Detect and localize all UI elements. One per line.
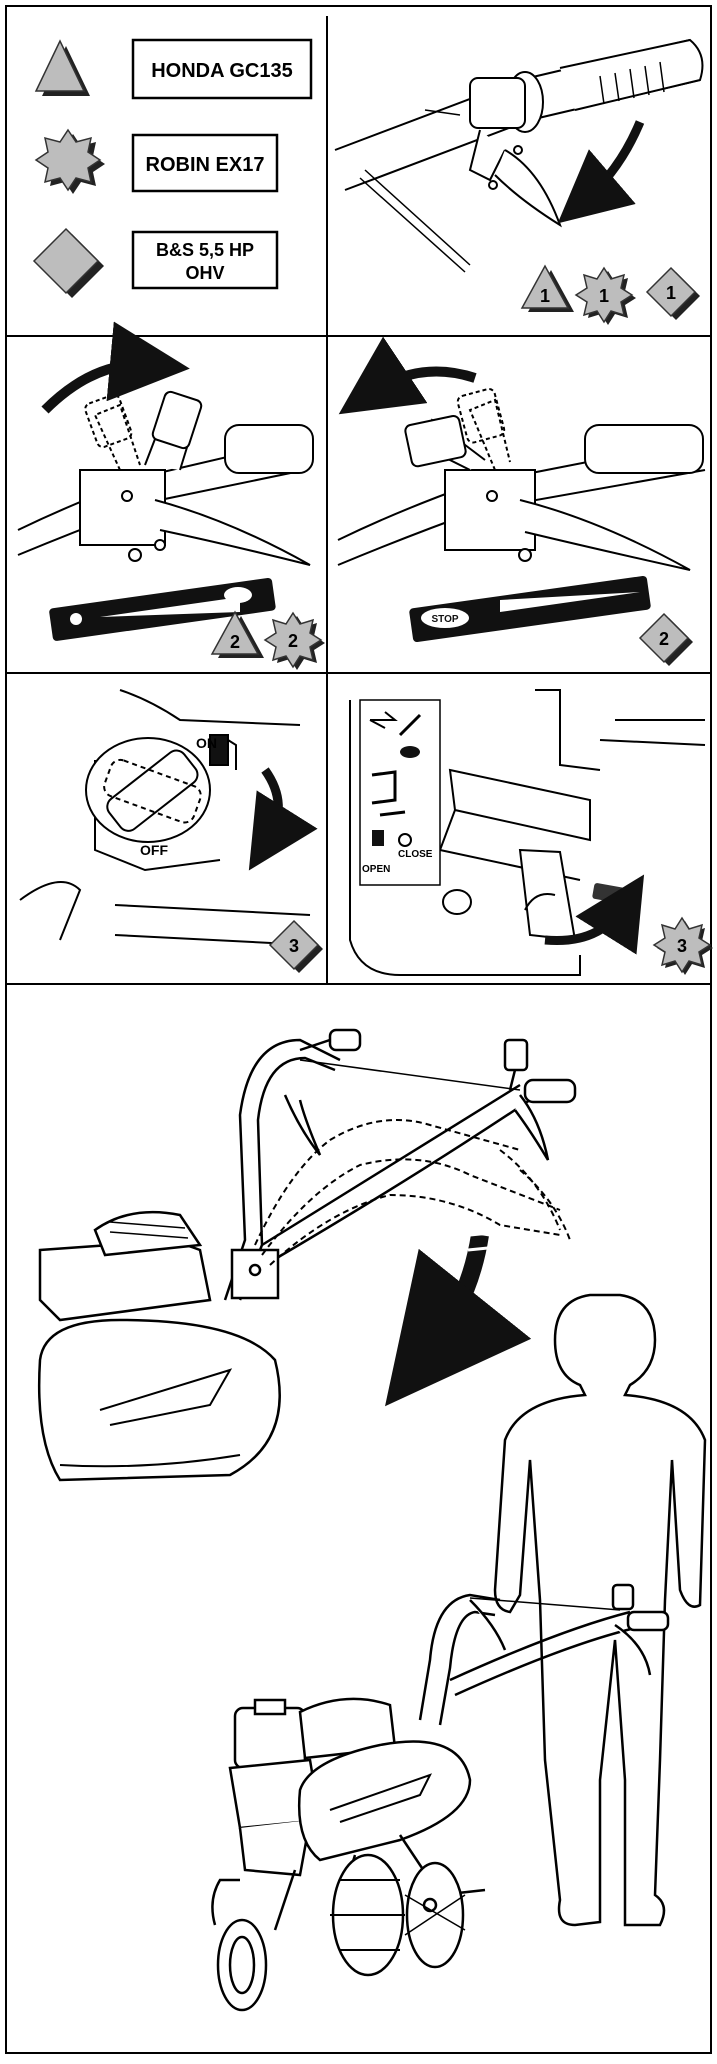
valve-turn-arrow-icon	[248, 767, 318, 871]
throttle-lever-illustration	[334, 38, 704, 273]
handlebar-dashed-positions	[254, 1119, 571, 1266]
step-number: 3	[677, 936, 687, 956]
step-number: 3	[289, 936, 299, 956]
bs-label-line1: B&S 5,5 HP	[156, 240, 254, 260]
step-3-star-badge: 3	[652, 916, 713, 975]
step-number: 2	[230, 632, 240, 652]
open-label: OPEN	[362, 864, 390, 875]
choke-decal	[359, 699, 441, 886]
tiller-closeup-illustration	[37, 1028, 577, 1482]
engine-legend: HONDA GC135 ROBIN EX17 B&S 5,5 HP OHV	[32, 38, 313, 298]
stop-decal: STOP	[409, 575, 651, 643]
off-label: OFF	[140, 842, 168, 858]
step-3-diamond-badge: 3	[268, 919, 323, 973]
step-number: 1	[540, 286, 550, 306]
step-2-diamond-badge: 2	[638, 612, 693, 666]
on-label: ON	[196, 735, 217, 751]
step-number: 1	[666, 283, 676, 303]
choke-arrow-icon	[544, 874, 645, 955]
choke-lever	[592, 883, 634, 905]
bs-label-line2: OHV	[185, 263, 224, 283]
robin-label: ROBIN EX17	[146, 154, 265, 176]
stop-label: STOP	[431, 614, 458, 625]
honda-label: HONDA GC135	[151, 60, 293, 82]
step-1-diamond-badge: 1	[645, 266, 700, 320]
step-1-triangle-badge: 1	[520, 264, 574, 312]
step-1-star-badge: 1	[574, 266, 636, 325]
honda-triangle-icon	[34, 39, 90, 96]
step-2-star-badge: 2	[263, 611, 325, 670]
close-label: CLOSE	[398, 849, 433, 860]
throttle-stop-illustration	[337, 387, 706, 571]
step-number: 2	[659, 629, 669, 649]
robin-label-box	[131, 133, 279, 193]
honda-label-box	[131, 38, 313, 100]
bs-diamond-icon	[32, 227, 104, 298]
lower-arrow-icon	[385, 1230, 532, 1407]
step-number: 2	[288, 631, 298, 651]
bs-label-box	[131, 230, 279, 290]
operator-silhouette	[493, 1293, 707, 1927]
step-number: 1	[599, 286, 609, 306]
rotate-back-arrow-icon	[338, 336, 477, 415]
tiller-full-illustration	[211, 1583, 670, 2012]
page-border	[5, 5, 712, 2054]
pull-arrow-icon	[557, 120, 645, 224]
fuel-valve-illustration	[19, 689, 311, 946]
rotate-forward-arrow-icon	[41, 321, 190, 414]
robin-star-icon	[34, 128, 105, 194]
throttle-decal	[49, 577, 276, 641]
step-2-triangle-badge: 2	[210, 610, 264, 658]
choke-lever-illustration	[349, 689, 706, 976]
throttle-forward-illustration	[17, 390, 314, 566]
